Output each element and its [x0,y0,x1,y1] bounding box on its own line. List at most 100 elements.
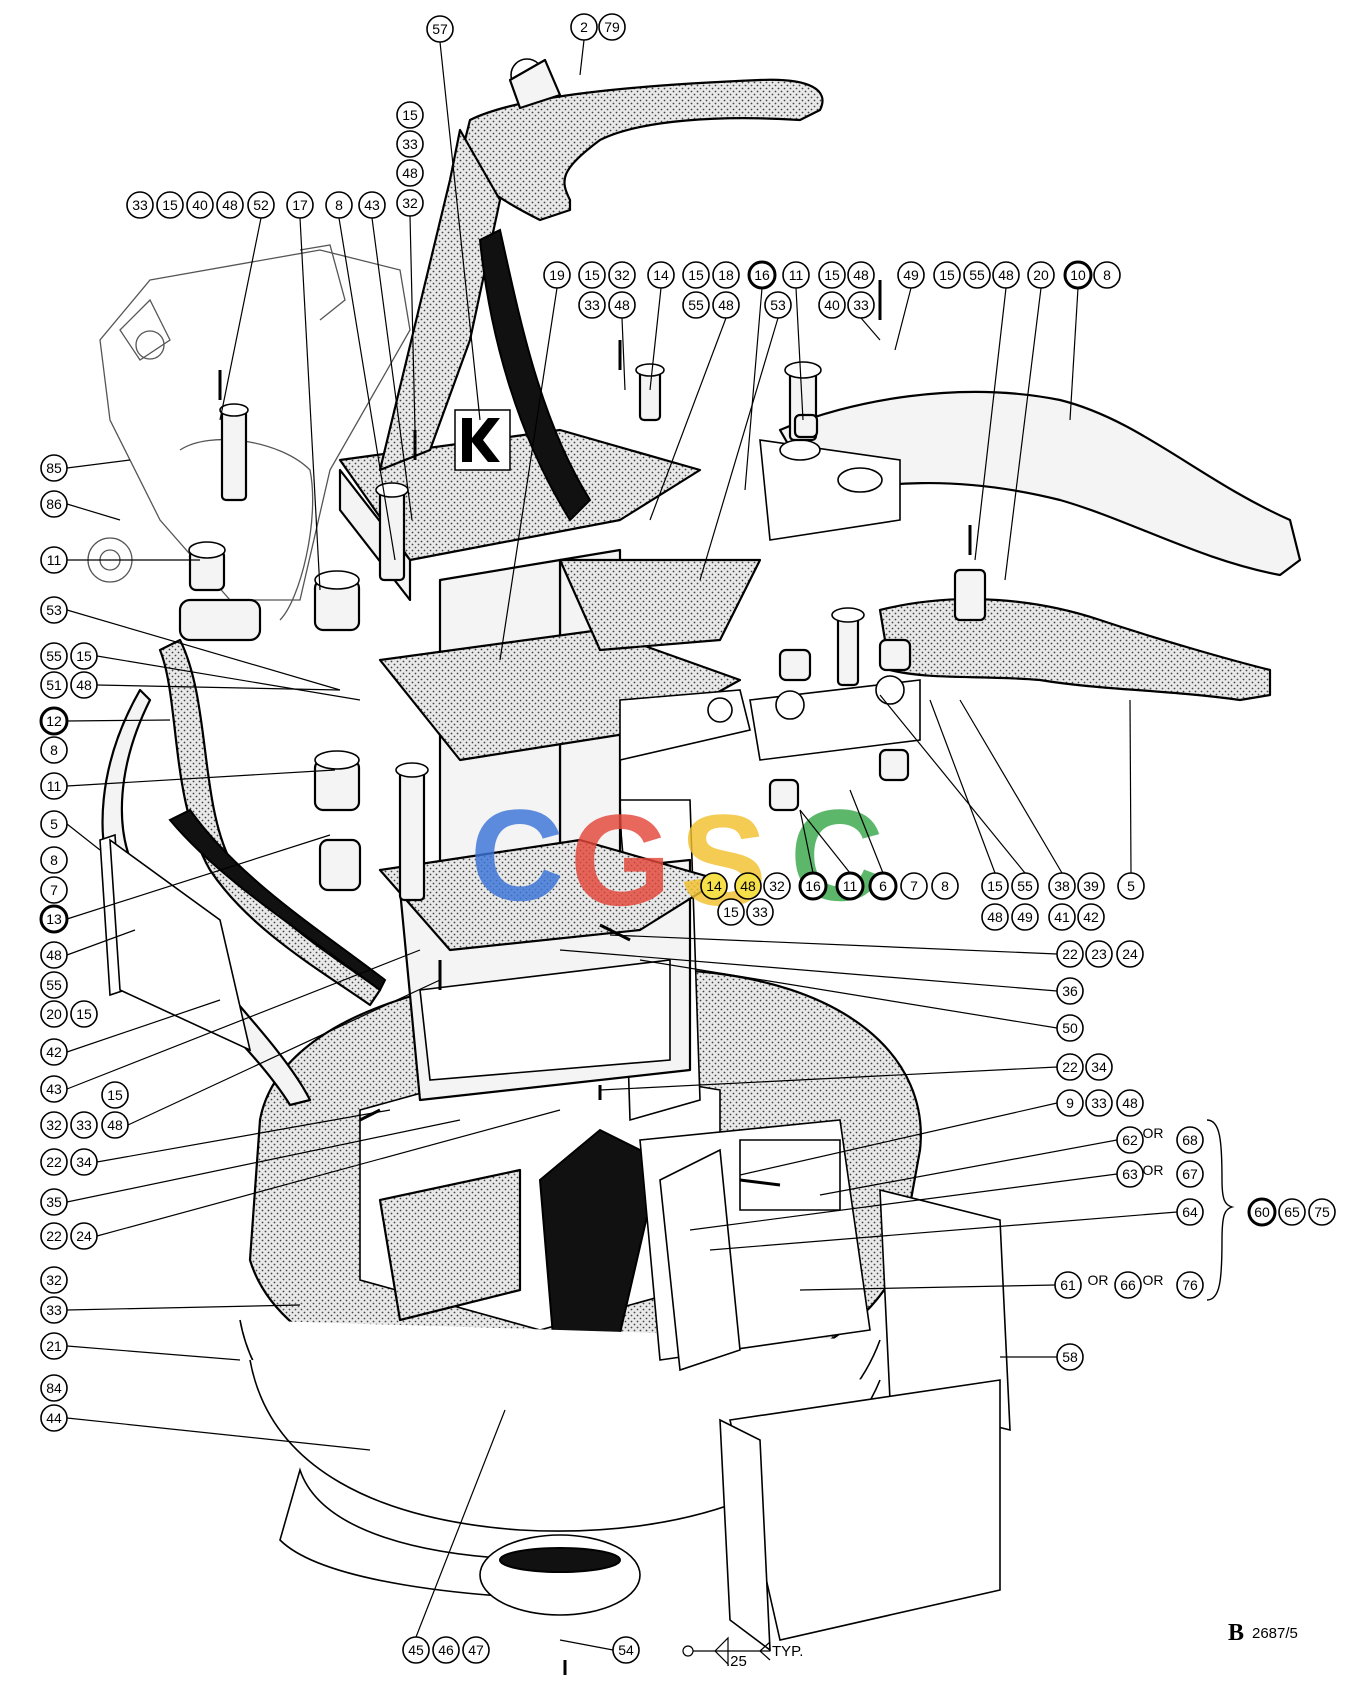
callout-circle [70,671,98,699]
callout-balloon: 55 [40,971,68,999]
leader-line [66,459,131,469]
leader-line [499,287,558,661]
callout-circle [1048,903,1076,931]
callout-number: 64 [1182,1204,1198,1220]
callout-circle [1056,977,1084,1005]
callout-circle [101,1081,129,1109]
leader-line [66,834,331,920]
callout-number: 13 [46,911,62,927]
callout-number: 63 [1122,1166,1138,1182]
callout-balloon: 51 [40,671,68,699]
callout-balloon: 49 [897,261,925,289]
callout-number: 33 [402,136,418,152]
callout-number: 33 [46,1302,62,1318]
callout-balloon: 48 [40,941,68,969]
callout-balloon: 86 [40,490,68,518]
callout-number: 43 [364,197,380,213]
callout-circle [186,191,214,219]
callout-circle [40,1374,68,1402]
callout-number: 15 [824,267,840,283]
callout-balloon: 48 [734,872,762,900]
callout-balloon: 43 [40,1075,68,1103]
or-label-61-66: OR [1088,1272,1109,1288]
leader-line [599,1066,1058,1091]
callout-balloon: 16 [747,260,777,290]
callout-circle [70,1148,98,1176]
callout-balloon: 22 [1056,940,1084,968]
callout-number: 20 [46,1006,62,1022]
leader-line [96,1109,561,1237]
callout-circle [578,291,606,319]
callout-number: 44 [46,1410,62,1426]
callout-circle [747,260,777,290]
callout-circle [981,872,1009,900]
callout-number: 22 [46,1154,62,1170]
callout-balloon: 14 [647,261,675,289]
callout-balloon: 20 [40,1000,68,1028]
callout-balloon: 15 [101,1081,129,1109]
callout-balloon: 34 [70,1148,98,1176]
callout-balloon: 41 [1048,903,1076,931]
callout-number: 11 [843,878,858,894]
callout-number: 8 [1103,267,1111,283]
callout-balloon: 46 [432,1636,460,1664]
leader-line [879,694,1026,874]
callout-balloon: 54 [612,1636,640,1664]
callout-circle [1117,872,1145,900]
callout-balloon: 53 [764,291,792,319]
callout-circle [818,261,846,289]
callout-circle [40,1332,68,1360]
callout-circle [608,291,636,319]
callout-circle [40,846,68,874]
callout-number: 48 [402,165,418,181]
callout-number: 67 [1182,1166,1198,1182]
callout-circle [40,941,68,969]
right-upper-arm [759,390,1302,577]
callout-balloon: 61 [1054,1271,1082,1299]
leader-line [96,684,341,691]
callout-number: 40 [192,197,208,213]
callout-balloon: 15 [981,872,1009,900]
brand-plate [454,409,511,471]
callout-number: 9 [1066,1095,1074,1111]
callout-number: 12 [46,713,62,729]
callout-balloon: 44 [40,1404,68,1432]
callout-circle [40,596,68,624]
callout-balloon: 50 [1056,1014,1084,1042]
leader-line [559,1639,614,1651]
callout-balloon: 62 [1116,1126,1144,1154]
callout-balloon: 14 [700,872,728,900]
callout-number: 15 [987,878,1003,894]
callout-circle [570,13,598,41]
callout-balloon: 48 [101,1111,129,1139]
leader-line [338,217,396,561]
callout-balloon: 39 [1077,872,1105,900]
callout-balloon: 12 [39,706,69,736]
callout-balloon: 60 [1247,1197,1277,1227]
callout-number: 19 [549,267,565,283]
callout-balloon: 11 [835,871,865,901]
callout-number: 85 [46,460,62,476]
callout-number: 5 [1127,878,1135,894]
callout-balloon: 55 [40,642,68,670]
leader-lines [66,39,1178,1651]
callout-balloon: 9 [1056,1089,1084,1117]
leader-line [1004,287,1042,581]
callout-circle [40,642,68,670]
callout-number: 84 [46,1380,62,1396]
leader-line [96,655,361,701]
callout-balloon: 2 [570,13,598,41]
or-label-62-68: OR [1143,1125,1164,1141]
drawing-number: 2687/5 [1252,1625,1298,1642]
callout-balloon: 15 [717,898,745,926]
callout-balloon: 24 [70,1222,98,1250]
callout-number: 86 [46,496,62,512]
callout-balloon: 10 [1063,260,1093,290]
callout-circle [1054,1271,1082,1299]
callout-balloon: 7 [40,876,68,904]
callout-number: 48 [614,297,630,313]
callout-number: 48 [853,267,869,283]
leader-line [415,1409,506,1638]
leader-line [894,287,912,351]
